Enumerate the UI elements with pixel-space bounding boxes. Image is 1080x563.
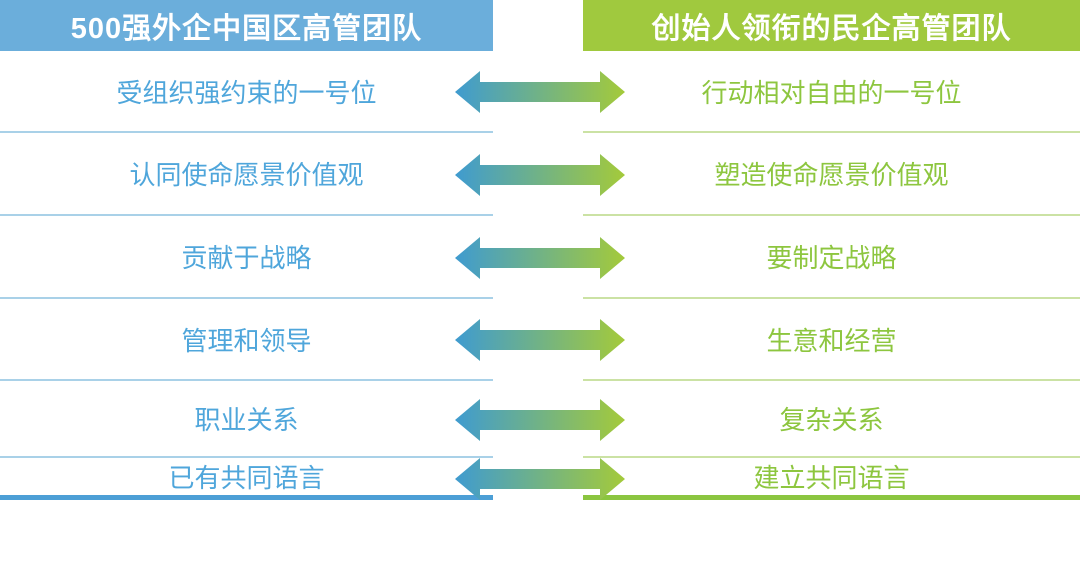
right-column-header: 创始人领衔的民企高管团队 [583,0,1080,51]
right-cell: 行动相对自由的一号位 [583,51,1080,133]
left-header-label: 500强外企中国区高管团队 [70,12,423,45]
left-item-label: 职业关系 [194,405,299,435]
right-item-label: 建立共同语言 [753,463,910,493]
right-header-label: 创始人领衔的民企高管团队 [651,12,1012,45]
double-arrow-icon [455,319,625,361]
left-item-label: 受组织强约束的一号位 [116,77,377,108]
left-item-label: 管理和领导 [181,325,312,356]
comparison-row: 认同使命愿景价值观 塑造使命愿景价值观 [0,133,1080,216]
double-arrow-icon [455,398,625,441]
right-cell: 塑造使命愿景价值观 [583,133,1080,216]
right-item-label: 生意和经营 [766,325,897,356]
right-item-label: 塑造使命愿景价值观 [714,160,949,190]
comparison-row: 管理和领导 生意和经营 [0,299,1080,381]
left-cell: 管理和领导 [0,299,493,381]
left-item-label: 认同使命愿景价值观 [129,160,364,190]
left-column-header: 500强外企中国区高管团队 [0,0,493,51]
right-cell: 建立共同语言 [583,458,1080,500]
double-arrow-icon [455,236,625,279]
left-item-label: 贡献于战略 [181,243,312,273]
comparison-row: 已有共同语言 建立共同语言 [0,458,1080,500]
right-item-label: 行动相对自由的一号位 [701,77,962,108]
left-cell: 认同使命愿景价值观 [0,133,493,216]
right-item-label: 复杂关系 [779,405,884,435]
right-item-label: 要制定战略 [766,243,897,273]
double-arrow-icon [455,458,625,500]
comparison-row: 受组织强约束的一号位 行动相对自由的一号位 [0,51,1080,133]
left-cell: 受组织强约束的一号位 [0,51,493,133]
left-cell: 职业关系 [0,381,493,458]
double-arrow-icon [455,71,625,113]
header-gap [493,0,583,51]
left-cell: 已有共同语言 [0,458,493,500]
left-item-label: 已有共同语言 [168,463,325,493]
right-cell: 生意和经营 [583,299,1080,381]
double-arrow-icon [455,153,625,196]
header-row: 500强外企中国区高管团队 创始人领衔的民企高管团队 [0,0,1080,51]
right-cell: 复杂关系 [583,381,1080,458]
comparison-row: 贡献于战略 要制定战略 [0,216,1080,299]
comparison-row: 职业关系 复杂关系 [0,381,1080,458]
right-cell: 要制定战略 [583,216,1080,299]
left-cell: 贡献于战略 [0,216,493,299]
